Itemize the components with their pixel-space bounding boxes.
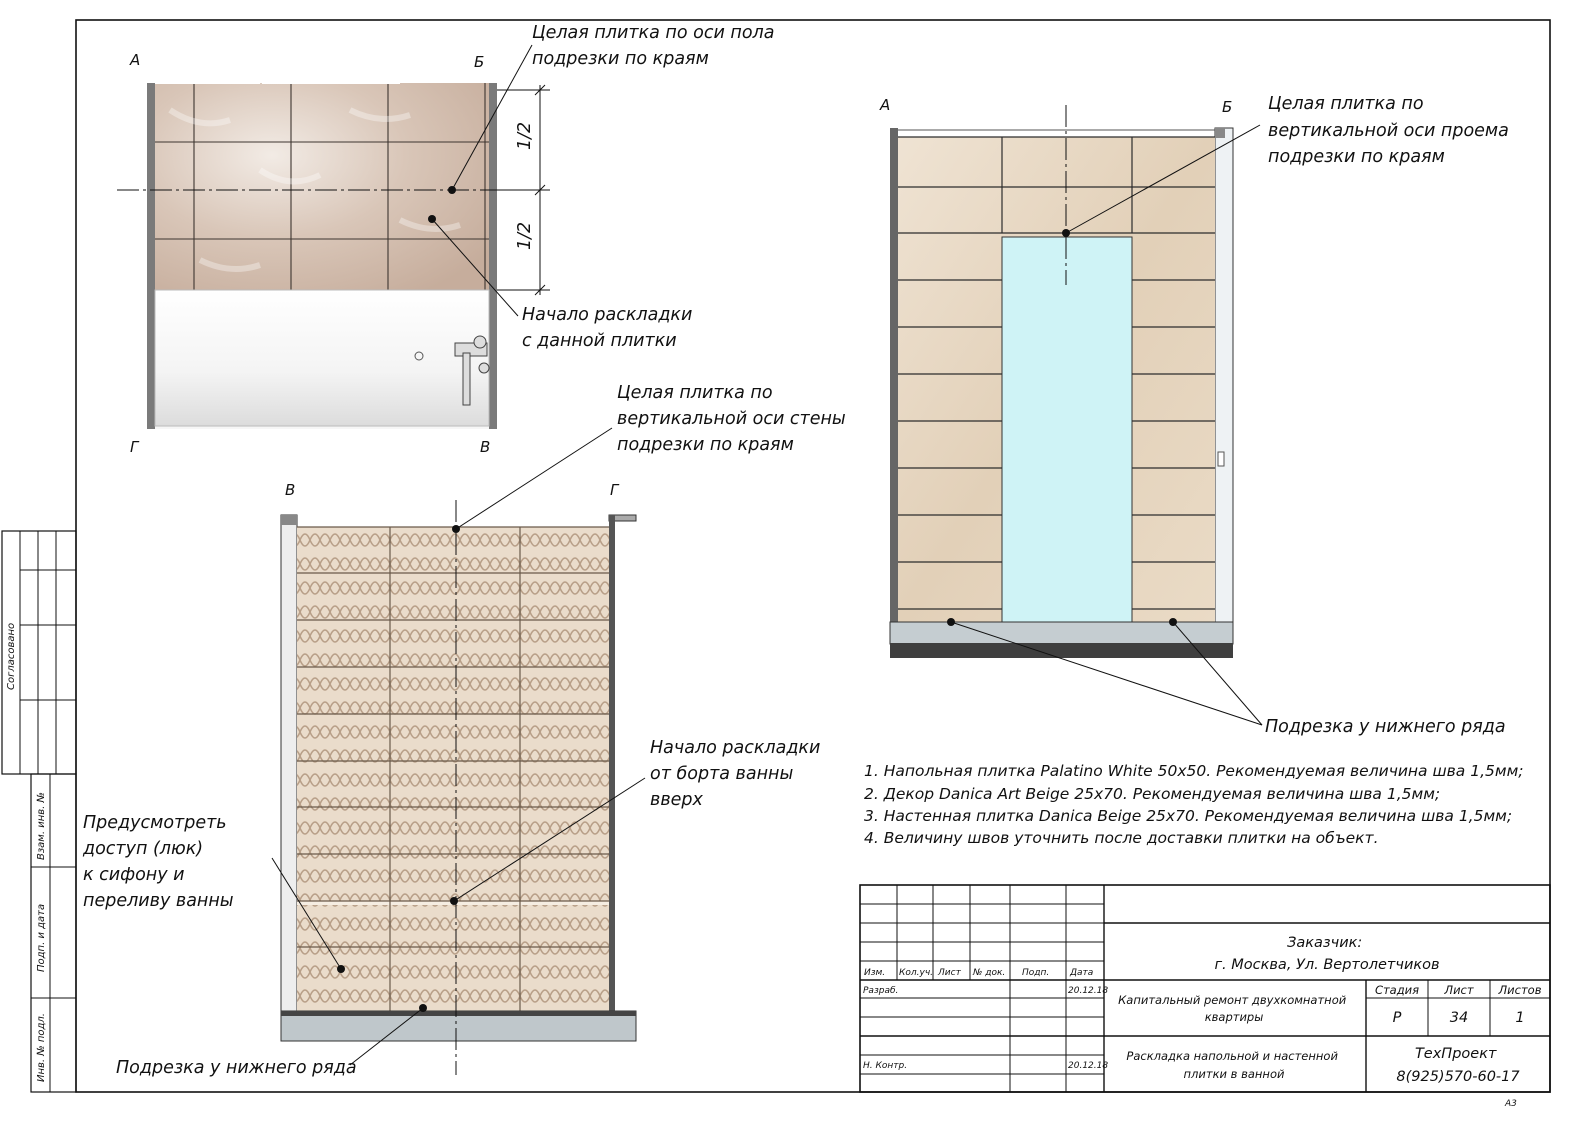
col-sign: Подп. <box>1022 968 1049 978</box>
wall-vg-bottom-callout: Подрезка у нижнего ряда <box>116 1058 357 1078</box>
customer: Заказчик: г. Москва, Ул. Вертолетчиков <box>1214 935 1439 973</box>
sheet-value: 34 <box>1450 1010 1468 1026</box>
plan-letter-b: Б <box>474 53 484 71</box>
wall-vg-start-callout: Начало раскладки от борта ванны вверх <box>650 738 826 810</box>
wall-ab-bottom-callout: Подрезка у нижнего ряда <box>1265 717 1506 737</box>
sheet-label: Лист <box>1443 983 1473 997</box>
project-name: Капитальный ремонт двухкомнатной квартир… <box>1118 993 1350 1024</box>
company-name: ТехПроект 8(925)570-60-17 <box>1396 1046 1520 1085</box>
sheets-label: Листов <box>1498 983 1542 997</box>
wall-vg-letter-g: Г <box>610 481 620 499</box>
plan-letter-g: Г <box>130 438 140 456</box>
sign-date-label: Подп. и дата <box>36 904 47 972</box>
date-2: 20.12.18 <box>1068 1061 1108 1071</box>
col-izm: Изм. <box>864 968 885 978</box>
plan-axis-callout: Целая плитка по оси пола подрезки по кра… <box>532 23 780 69</box>
wall-vg-axis-callout: Целая плитка по вертикальной оси стены п… <box>617 383 851 455</box>
stage-label: Стадия <box>1375 983 1419 997</box>
access-hatch-callout: Предусмотреть доступ (люк) к сифону и пе… <box>82 813 234 911</box>
floor-plan: 1/2 1/2 А Б Г В Целая плитка по оси пола… <box>117 23 780 456</box>
dim-lower-label: 1/2 <box>515 222 535 250</box>
door-opening <box>1001 236 1133 623</box>
format-label: А3 <box>1504 1099 1517 1109</box>
drain-icon <box>414 351 424 361</box>
date-1: 20.12.18 <box>1068 986 1108 996</box>
agreed-label: Согласовано <box>6 623 17 690</box>
note-1: 1. Напольная плитка Palatino White 50х50… <box>864 762 1523 780</box>
sheets-value: 1 <box>1515 1010 1524 1026</box>
note-2: 2. Декор Danica Art Beige 25х70. Рекомен… <box>864 785 1440 803</box>
drawing-name: Раскладка напольной и настенной плитки в… <box>1126 1049 1341 1081</box>
plan-letter-v: В <box>480 438 490 456</box>
notes: 1. Напольная плитка Palatino White 50х50… <box>864 762 1523 847</box>
title-block <box>859 884 1551 1093</box>
wall-ab-letter-a: А <box>879 96 890 114</box>
note-3: 3. Настенная плитка Danica Beige 25х70. … <box>864 807 1512 825</box>
wall-vg-letter-v: В <box>285 481 295 499</box>
stage-value: Р <box>1393 1010 1402 1026</box>
col-kol: Кол.уч. <box>899 968 933 978</box>
col-list: Лист <box>937 968 962 978</box>
norm-control-label: Н. Контр. <box>863 1061 907 1071</box>
note-4: 4. Величину швов уточнить после доставки… <box>864 829 1379 847</box>
wall-ab-letter-b: Б <box>1222 98 1232 116</box>
wall-elevation-vg: В Г Целая плитка по вертикальной оси сте… <box>82 383 851 1078</box>
plan-start-callout: Начало раскладки с данной плитки <box>522 305 698 351</box>
title-block-text: Изм. Кол.уч. Лист № док. Подп. Дата Разр… <box>863 935 1542 1109</box>
inv-no-label: Инв. № подл. <box>36 1013 47 1082</box>
faucet-icon <box>454 335 490 406</box>
col-date: Дата <box>1069 968 1093 978</box>
dim-upper-label: 1/2 <box>515 122 535 150</box>
col-doc: № док. <box>972 968 1005 978</box>
side-stamp: Согласовано Взам. инв. № Подп. и дата Ин… <box>1 530 77 1093</box>
wall-elevation-ab: А Б Целая плитка по вертикальной оси про… <box>879 94 1514 737</box>
plan-letter-a: А <box>129 51 140 69</box>
bathtub <box>154 289 490 427</box>
floor-tile-area <box>155 83 489 290</box>
developer-label: Разраб. <box>863 986 898 996</box>
wall-ab-axis-callout: Целая плитка по вертикальной оси проема … <box>1268 94 1514 167</box>
replace-label: Взам. инв. № <box>36 792 47 860</box>
